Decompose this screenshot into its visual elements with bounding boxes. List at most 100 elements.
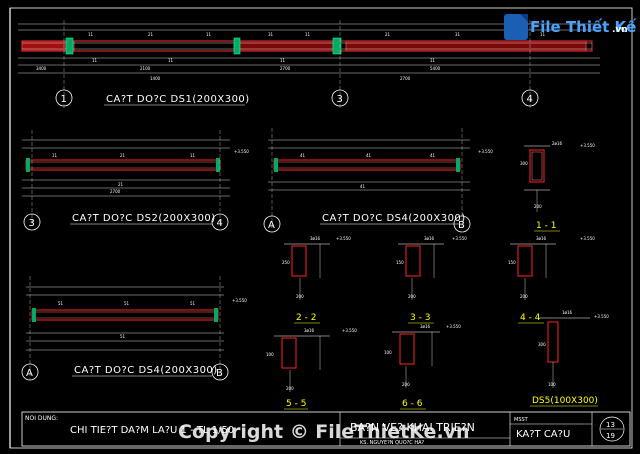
svg-text:B: B	[458, 220, 465, 231]
svg-text:+3.550: +3.550	[478, 149, 493, 154]
svg-text:250: 250	[282, 260, 290, 265]
svg-text:1 - 1: 1 - 1	[536, 221, 556, 231]
ban-ve-title: KA?T CA?U	[516, 429, 570, 440]
ds4-bottom-title: CA?T DO?C DS4(200X300)	[74, 365, 218, 376]
noi-dung-label: NOI DUNG:	[25, 415, 58, 422]
grid-bubble-3-ds2: 3	[23, 213, 41, 231]
grid-bubble-1: 1	[55, 89, 73, 107]
svg-text:21: 21	[118, 182, 124, 187]
svg-text:11: 11	[92, 58, 98, 63]
beam-ds4-bottom: 51 51 51 51 +3.550	[26, 276, 247, 380]
svg-text:6 - 6: 6 - 6	[402, 399, 423, 409]
watermark-logo: File Thiết Kế .vn	[504, 14, 637, 40]
svg-text:200: 200	[520, 294, 528, 299]
svg-text:+3.550: +3.550	[594, 314, 609, 319]
section-1-1: 300 200 2ø16 +3.550 1 - 1	[520, 141, 595, 232]
svg-text:11: 11	[540, 32, 546, 37]
designer-name: KS. NGUYE?N QUO?C HA?	[360, 440, 425, 446]
sheet-number-circle	[599, 416, 625, 442]
svg-text:5 - 5: 5 - 5	[286, 399, 306, 409]
svg-text:31: 31	[455, 32, 461, 37]
sheet-number-top: 13	[606, 421, 615, 429]
svg-text:200: 200	[296, 294, 304, 299]
svg-text:A: A	[26, 368, 33, 379]
beam-ds2: 11 21 11 21 2700 +3.550	[22, 130, 249, 225]
ds4-top-title: CA?T DO?C DS4(200X300)	[322, 213, 466, 224]
svg-text:2 - 2: 2 - 2	[296, 313, 316, 323]
svg-text:41: 41	[300, 153, 306, 158]
svg-text:11: 11	[52, 153, 58, 158]
svg-text:3: 3	[29, 218, 35, 229]
grid-bubble-a-ds4b: A	[21, 363, 39, 381]
drawing-content: CHI TIE?T DA?M LA?U 1 - TL 1/50	[70, 425, 234, 436]
svg-text:31: 31	[268, 32, 274, 37]
svg-text:200: 200	[402, 382, 410, 387]
svg-text:2ø16: 2ø16	[552, 141, 563, 146]
watermark-copyright: Copyright © FileThietKe.vn	[178, 421, 470, 443]
svg-text:2100: 2100	[140, 66, 151, 71]
svg-text:3ø16: 3ø16	[310, 236, 321, 241]
svg-text:51: 51	[190, 301, 196, 306]
svg-text:1400: 1400	[150, 76, 161, 81]
ds1-title: CA?T DO?C DS1(200X300)	[106, 94, 250, 105]
svg-text:3: 3	[337, 94, 343, 105]
section-5-5: 100 200 3ø16 +3.550 5 - 5	[266, 328, 357, 410]
sheet-number-bottom: 19	[606, 432, 615, 440]
svg-text:1ø16: 1ø16	[562, 310, 573, 315]
svg-text:3400: 3400	[36, 66, 47, 71]
svg-text:51: 51	[124, 301, 130, 306]
svg-text:3 - 3: 3 - 3	[410, 313, 430, 323]
svg-text:3ø16: 3ø16	[420, 324, 431, 329]
svg-text:3ø16: 3ø16	[424, 236, 435, 241]
svg-text:4 - 4: 4 - 4	[520, 313, 541, 323]
svg-text:.vn: .vn	[612, 25, 628, 35]
svg-text:+3.550: +3.550	[452, 236, 467, 241]
svg-text:41: 41	[366, 153, 372, 158]
grid-bubble-b-ds4b: B	[211, 363, 229, 381]
svg-text:200: 200	[408, 294, 416, 299]
svg-text:+3.550: +3.550	[580, 236, 595, 241]
svg-text:11: 11	[88, 32, 94, 37]
svg-text:+3.550: +3.550	[446, 324, 461, 329]
svg-text:51: 51	[120, 334, 126, 339]
svg-text:21: 21	[120, 153, 126, 158]
svg-text:150: 150	[396, 260, 404, 265]
svg-text:300: 300	[520, 161, 528, 166]
msst-label: MSST	[514, 417, 529, 423]
svg-text:51: 51	[58, 301, 64, 306]
svg-text:+3.550: +3.550	[232, 298, 247, 303]
svg-text:+3.550: +3.550	[580, 143, 595, 148]
svg-text:200: 200	[534, 204, 542, 209]
svg-text:11: 11	[305, 32, 311, 37]
section-6-6: 100 200 3ø16 +3.550 6 - 6	[384, 324, 461, 410]
svg-text:1: 1	[61, 94, 67, 105]
beam-ds1: 11 21 11 31 11 21 31 11 11 11 11 11 3400…	[18, 20, 600, 110]
svg-text:100: 100	[266, 352, 274, 357]
svg-text:150: 150	[508, 260, 516, 265]
svg-text:+3.550: +3.550	[342, 328, 357, 333]
grid-bubble-3: 3	[331, 89, 349, 107]
svg-text:2700: 2700	[110, 189, 121, 194]
grid-bubble-a-ds4: A	[263, 215, 281, 233]
svg-text:200: 200	[286, 386, 294, 391]
svg-text:11: 11	[168, 58, 174, 63]
svg-text:11: 11	[190, 153, 196, 158]
svg-text:5400: 5400	[430, 66, 441, 71]
ds2-title: CA?T DO?C DS2(200X300)	[72, 213, 216, 224]
svg-text:B: B	[216, 368, 223, 379]
svg-text:21: 21	[385, 32, 391, 37]
title-block: NOI DUNG: CHI TIE?T DA?M LA?U 1 - TL 1/5…	[21, 411, 631, 447]
svg-text:21: 21	[148, 32, 154, 37]
svg-text:3ø16: 3ø16	[536, 236, 547, 241]
section-4-4: 150 200 3ø16 +3.550 4 - 4	[508, 236, 595, 324]
grid-bubble-4-ds2: 4	[211, 213, 229, 231]
svg-text:A: A	[268, 220, 275, 231]
svg-text:41: 41	[430, 153, 436, 158]
svg-text:DS5(100X300): DS5(100X300)	[532, 396, 598, 406]
section-2-2: 250 200 3ø16 +3.550 2 - 2	[282, 236, 351, 324]
svg-text:2700: 2700	[280, 66, 291, 71]
svg-text:4: 4	[217, 218, 223, 229]
svg-text:11: 11	[206, 32, 212, 37]
svg-text:11: 11	[280, 58, 286, 63]
